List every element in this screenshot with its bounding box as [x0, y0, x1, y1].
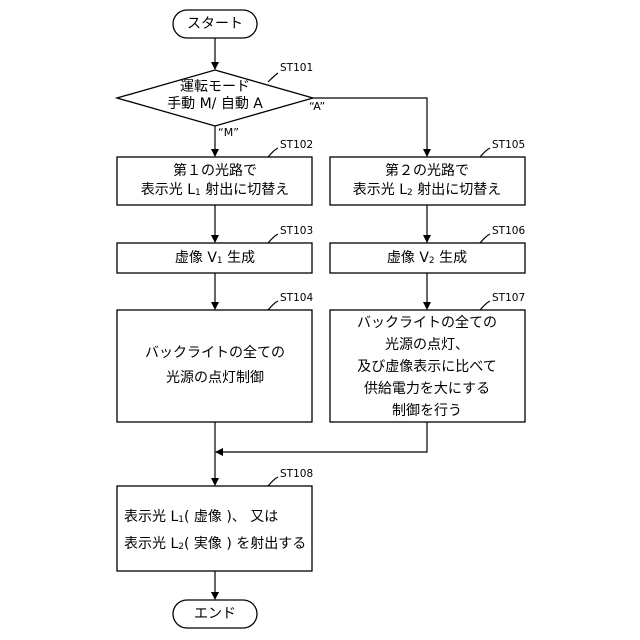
leader-st108 — [268, 477, 278, 486]
st103-prefix: 虚像 V — [175, 250, 217, 266]
st108-line2: 表示光 L2( 実像 ) を射出する — [124, 537, 306, 552]
st104-line2: 光源の点灯制御 — [166, 371, 264, 385]
st102-line2: 表示光 L1 射出に切替え — [141, 183, 289, 198]
st103-step-label: ST103 — [280, 226, 313, 237]
st101-step-label: ST101 — [280, 63, 313, 74]
st102-step-label: ST102 — [280, 140, 313, 151]
st107-line2: 光源の点灯、 — [385, 338, 469, 352]
st108-box — [117, 486, 312, 571]
st106-prefix: 虚像 V — [387, 250, 429, 266]
st102-line2-prefix: 表示光 L — [141, 182, 195, 198]
st102-line1: 第１の光路で — [173, 164, 257, 178]
leader-st107 — [480, 301, 490, 310]
leader-st102 — [268, 148, 278, 157]
start-label: スタート — [187, 17, 243, 31]
st104-box — [117, 310, 312, 422]
leader-st106 — [480, 234, 490, 243]
st108-line1-prefix: 表示光 L — [124, 509, 178, 525]
st105-line2-prefix: 表示光 L — [353, 182, 407, 198]
leader-st101 — [268, 73, 278, 82]
st106-text: 虚像 V2 生成 — [387, 251, 467, 266]
st102-line2-suffix: 射出に切替え — [201, 182, 289, 198]
branch-a-label: “A” — [309, 101, 325, 112]
st105-line1: 第２の光路で — [385, 164, 469, 178]
st103-text: 虚像 V1 生成 — [175, 251, 255, 266]
st108-step-label: ST108 — [280, 469, 313, 480]
st107-line1: バックライトの全ての — [357, 316, 497, 330]
decision-line2: 手動 M/ 自動 A — [167, 97, 263, 111]
leader-st105 — [480, 148, 490, 157]
st108-line1-suffix: ( 虚像 )、 又は — [184, 509, 278, 525]
st108-line2-suffix: ( 実像 ) を射出する — [184, 536, 306, 552]
st103-suffix: 生成 — [223, 250, 255, 266]
st104-step-label: ST104 — [280, 293, 313, 304]
decision-line1: 運転モード — [180, 80, 250, 94]
end-label: エンド — [194, 607, 236, 621]
st105-step-label: ST105 — [492, 140, 525, 151]
st107-line3: 及び虚像表示に比べて — [357, 360, 496, 374]
st108-line2-prefix: 表示光 L — [124, 536, 178, 552]
branch-m-label: “M” — [218, 127, 239, 138]
st107-line5: 制御を行う — [392, 404, 462, 418]
st104-line1: バックライトの全ての — [145, 346, 285, 360]
st106-suffix: 生成 — [435, 250, 467, 266]
st106-step-label: ST106 — [492, 226, 525, 237]
st108-line1: 表示光 L1( 虚像 )、 又は — [124, 510, 278, 525]
st107-step-label: ST107 — [492, 293, 525, 304]
arrow-decision-to-st105 — [313, 98, 427, 156]
st105-line2: 表示光 L2 射出に切替え — [353, 183, 501, 198]
arrow-st107-merge — [216, 422, 427, 452]
st107-line4: 供給電力を大にする — [364, 382, 490, 396]
leader-st103 — [268, 234, 278, 243]
st105-line2-suffix: 射出に切替え — [413, 182, 501, 198]
leader-st104 — [268, 301, 278, 310]
